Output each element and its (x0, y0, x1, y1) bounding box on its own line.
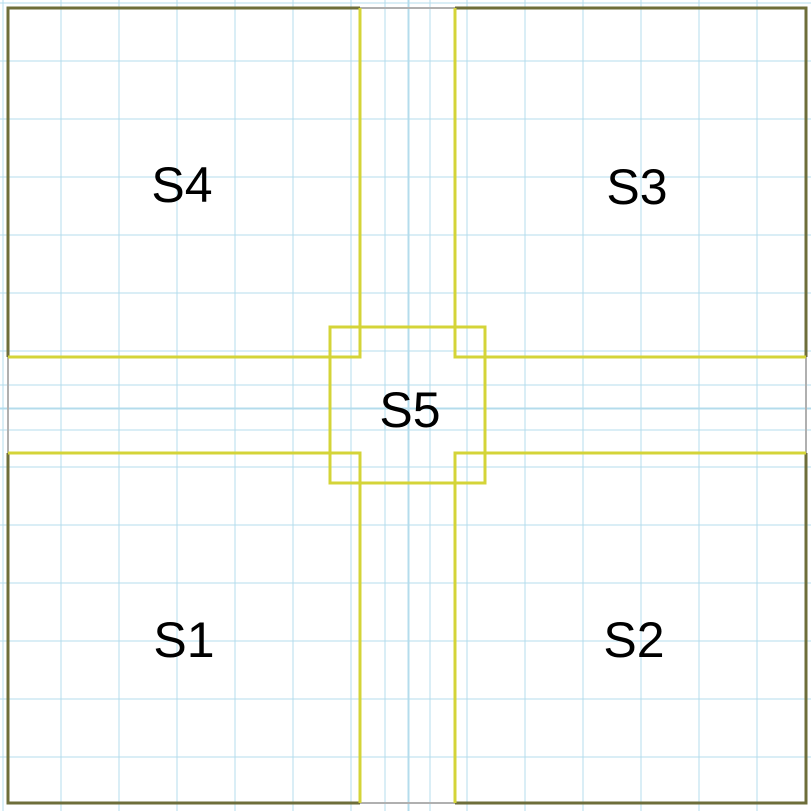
region-s2-label: S2 (603, 612, 664, 668)
region-s2-outer-border (455, 453, 808, 805)
region-s1-outer-border (6, 453, 360, 805)
region-s2-inner-border (453, 451, 806, 803)
region-s1-inner-border (8, 451, 362, 803)
region-s4-inner-border (8, 8, 362, 359)
region-s4-label: S4 (151, 157, 212, 213)
region-s4-outer-border (6, 6, 360, 357)
region-s3-outer-border (455, 6, 808, 357)
region-s1-label: S1 (153, 612, 214, 668)
outer-frame (7, 7, 807, 804)
region-s3-inner-border (453, 8, 806, 359)
region-s3-label: S3 (606, 159, 667, 215)
region-s5-border (328, 325, 487, 485)
region-s5-label: S5 (379, 382, 440, 438)
